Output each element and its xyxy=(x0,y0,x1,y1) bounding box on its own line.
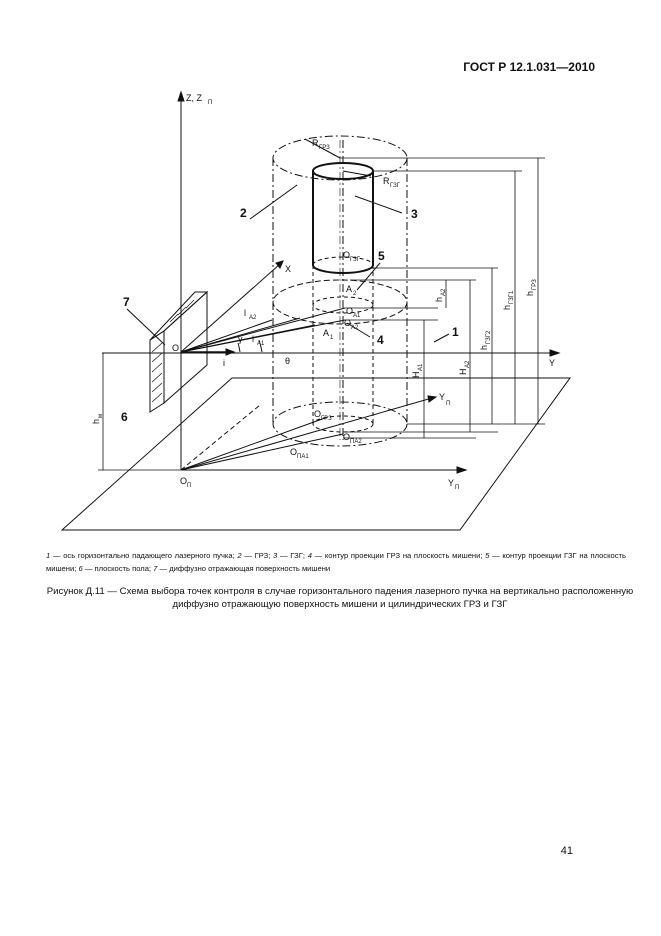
svg-text:А2: А2 xyxy=(351,325,359,331)
svg-text:А2: А2 xyxy=(465,360,471,368)
oa2-label: O xyxy=(344,318,351,328)
opa2-label: O xyxy=(343,432,350,442)
ha2-big-label: H xyxy=(458,369,468,376)
callout-1: 1 xyxy=(452,325,459,339)
la2-label: l xyxy=(244,308,246,318)
ha2-label: h xyxy=(434,297,444,302)
oa1-label: O xyxy=(346,306,353,316)
callout-2: 2 xyxy=(240,206,247,220)
yp1-axis-label: Y xyxy=(439,392,445,402)
y-axis-label: Y xyxy=(549,358,555,368)
document-header: ГОСТ Р 12.1.031—2010 xyxy=(463,60,595,74)
la1-label: l xyxy=(252,334,254,344)
callout-7: 7 xyxy=(123,295,130,309)
svg-text:ГЗГ2: ГЗГ2 xyxy=(486,330,492,344)
page-number: 41 xyxy=(560,845,573,857)
svg-text:А1: А1 xyxy=(353,313,361,319)
callout-3: 3 xyxy=(411,207,418,221)
svg-text:1: 1 xyxy=(330,335,334,341)
figure-legend: 1 — ось горизонтально падающего лазерног… xyxy=(46,551,626,573)
gamma-label: γ xyxy=(238,334,243,344)
svg-text:ПА1: ПА1 xyxy=(297,454,309,460)
svg-text:ГРЗ: ГРЗ xyxy=(321,416,332,422)
hgzg1-label: h xyxy=(502,305,512,310)
origin-o-label: O xyxy=(172,343,179,353)
figure-caption: Рисунок Д.11 — Схема выбора точек контро… xyxy=(46,586,634,610)
hgzg2-label: h xyxy=(479,345,489,350)
svg-text:А1: А1 xyxy=(418,363,424,371)
svg-text:А2: А2 xyxy=(441,288,447,296)
svg-text:м: м xyxy=(98,414,104,418)
z-axis-label: Z, Z xyxy=(186,93,202,103)
svg-text:П: П xyxy=(455,485,459,491)
ogzg-label: O xyxy=(343,250,350,260)
hm-label: h xyxy=(91,419,101,424)
diagram-labels: Z, Z П X Y Y П Y П O O П i θ γ l А2 l А1… xyxy=(91,93,555,491)
ha1-label: H xyxy=(411,372,421,379)
svg-text:П: П xyxy=(208,100,212,106)
svg-text:2: 2 xyxy=(353,291,357,297)
opa1-label: O xyxy=(290,447,297,457)
ogrz-label: O xyxy=(314,409,321,419)
callout-5: 5 xyxy=(378,249,385,263)
theta-label: θ xyxy=(285,356,290,366)
technical-diagram: Z, Z П X Y Y П Y П O O П i θ γ l А2 l А1… xyxy=(60,90,571,531)
svg-text:ПА2: ПА2 xyxy=(350,439,362,445)
svg-text:А1: А1 xyxy=(257,341,265,347)
floor-plane xyxy=(60,377,571,531)
rgrz-label: R xyxy=(312,138,319,148)
x-axis-label: X xyxy=(285,264,291,274)
origin-op-label: O xyxy=(180,476,187,486)
a2-label: A xyxy=(346,284,352,294)
callout-6: 6 xyxy=(121,410,128,424)
hgrz-label: h xyxy=(525,291,535,296)
svg-text:П: П xyxy=(187,483,191,489)
svg-text:ГЗГ: ГЗГ xyxy=(350,257,361,263)
yp-axis-label: Y xyxy=(448,478,454,488)
svg-text:А2: А2 xyxy=(249,315,257,321)
svg-text:ГЗГ: ГЗГ xyxy=(390,183,401,189)
svg-text:ГЗГ1: ГЗГ1 xyxy=(509,290,515,304)
callout-4: 4 xyxy=(377,333,384,347)
a1-label: A xyxy=(323,328,329,338)
svg-text:ГРЗ: ГРЗ xyxy=(319,145,330,151)
rgzg-label: R xyxy=(383,176,390,186)
svg-text:ГРЗ: ГРЗ xyxy=(532,279,538,290)
i-vector-label: i xyxy=(223,358,225,368)
svg-text:П: П xyxy=(446,401,450,407)
